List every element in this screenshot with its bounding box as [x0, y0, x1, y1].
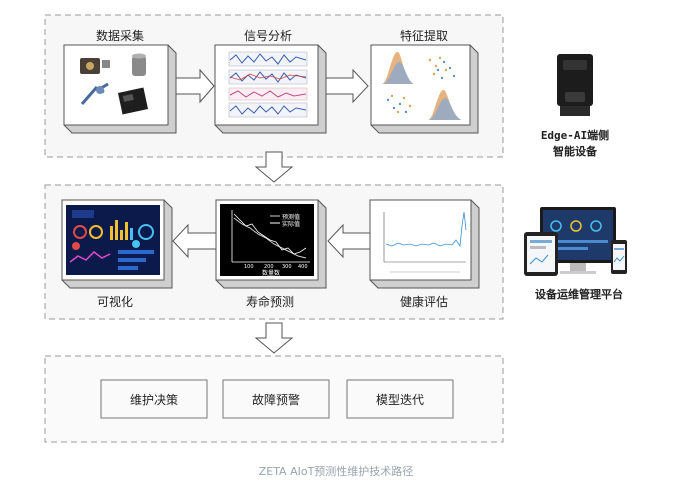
edge-ai-device-label-line1: Edge-AI端侧 [540, 129, 610, 142]
arrow-health-to-prediction [327, 223, 371, 259]
label-data-collection: 数据采集 [95, 29, 144, 43]
label-life-prediction: 寿命预测 [245, 295, 294, 309]
data-collection-box [63, 44, 177, 134]
cylinder-sensor-image [132, 56, 146, 76]
svg-text:400: 400 [298, 264, 308, 270]
arrow-stage2-to-stage3 [254, 322, 294, 354]
life-legend-predicted: 预测值 [282, 214, 301, 221]
edge-ai-device-image [557, 54, 593, 116]
life-axis-label: 数量数 [262, 270, 281, 277]
feature-extraction-box [370, 44, 479, 134]
svg-text:100: 100 [244, 264, 254, 270]
fault-warning-box [222, 379, 330, 419]
svg-text:200: 200 [264, 264, 274, 270]
label-health-assessment: 健康评估 [399, 295, 448, 309]
health-curve-image [383, 211, 467, 273]
arrow-prediction-to-visualization [172, 223, 217, 259]
arrow-stage1-to-stage2 [254, 151, 294, 183]
fault-warning-label: 故障预警 [251, 392, 300, 407]
arrow-collection-to-analysis [175, 68, 215, 104]
svg-text:300: 300 [282, 264, 292, 270]
maintenance-decision-box [100, 379, 208, 419]
label-feature-extraction: 特征提取 [399, 29, 448, 43]
visualization-box [61, 199, 173, 289]
dashboard-image [66, 205, 160, 275]
signal-plots-image [228, 51, 308, 118]
feature-plots-image [382, 51, 462, 120]
model-iteration-label: 模型迭代 [375, 392, 424, 407]
life-prediction-chart-image: 100 200 300 400 [220, 204, 314, 276]
life-prediction-box: 100 200 300 400 [215, 199, 327, 289]
chip-image [117, 87, 149, 115]
health-assessment-box [369, 199, 480, 289]
edge-ai-device-label-line2: 智能设备 [553, 145, 597, 158]
life-legend-actual: 实际值 [282, 221, 301, 228]
arrow-analysis-to-feature [325, 68, 369, 104]
platform-devices-image [524, 207, 627, 276]
model-iteration-box [346, 379, 454, 419]
maintenance-decision-label: 维护决策 [129, 392, 178, 407]
label-signal-analysis: 信号分析 [243, 29, 292, 43]
signal-analysis-box [214, 44, 327, 134]
platform-label: 设备运维管理平台 [535, 288, 623, 301]
figure-caption: ZETA AIoT预测性维护技术路径 [258, 465, 414, 478]
label-visualization: 可视化 [96, 295, 133, 309]
